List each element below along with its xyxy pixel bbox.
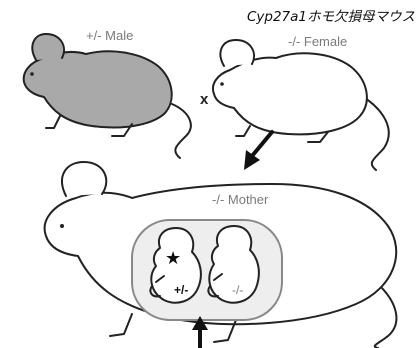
male-mouse-tail (172, 104, 191, 158)
female-mouse (213, 40, 389, 170)
mother-label: -/- Mother (212, 192, 269, 207)
male-mouse-front-leg (46, 116, 60, 128)
arrow-female-to-mother (244, 132, 272, 170)
cross-symbol: x (200, 91, 209, 108)
male-label: +/- Male (86, 28, 133, 43)
female-mouse-front-leg (236, 126, 250, 136)
mother-mouse-front-leg (110, 314, 132, 336)
mother-mouse-ear (62, 162, 106, 196)
male-mouse-eye (30, 72, 34, 76)
embryo-left-genotype: +/- (174, 283, 188, 297)
male-mouse-body (24, 51, 172, 127)
embryo-marker-star: ★ (165, 248, 181, 268)
embryo-right-genotype: -/- (232, 283, 243, 297)
male-mouse (24, 34, 191, 158)
female-mouse-body (213, 53, 367, 134)
female-mouse-eye (220, 82, 224, 86)
female-label: -/- Female (288, 34, 347, 49)
male-mouse-ear (32, 34, 64, 60)
diagram-title: Cyp27a1ホモ欠損母マウス (247, 9, 416, 25)
mother-mouse-eye (60, 224, 64, 228)
female-mouse-ear (220, 40, 254, 66)
mother-mouse-tail (375, 286, 397, 348)
